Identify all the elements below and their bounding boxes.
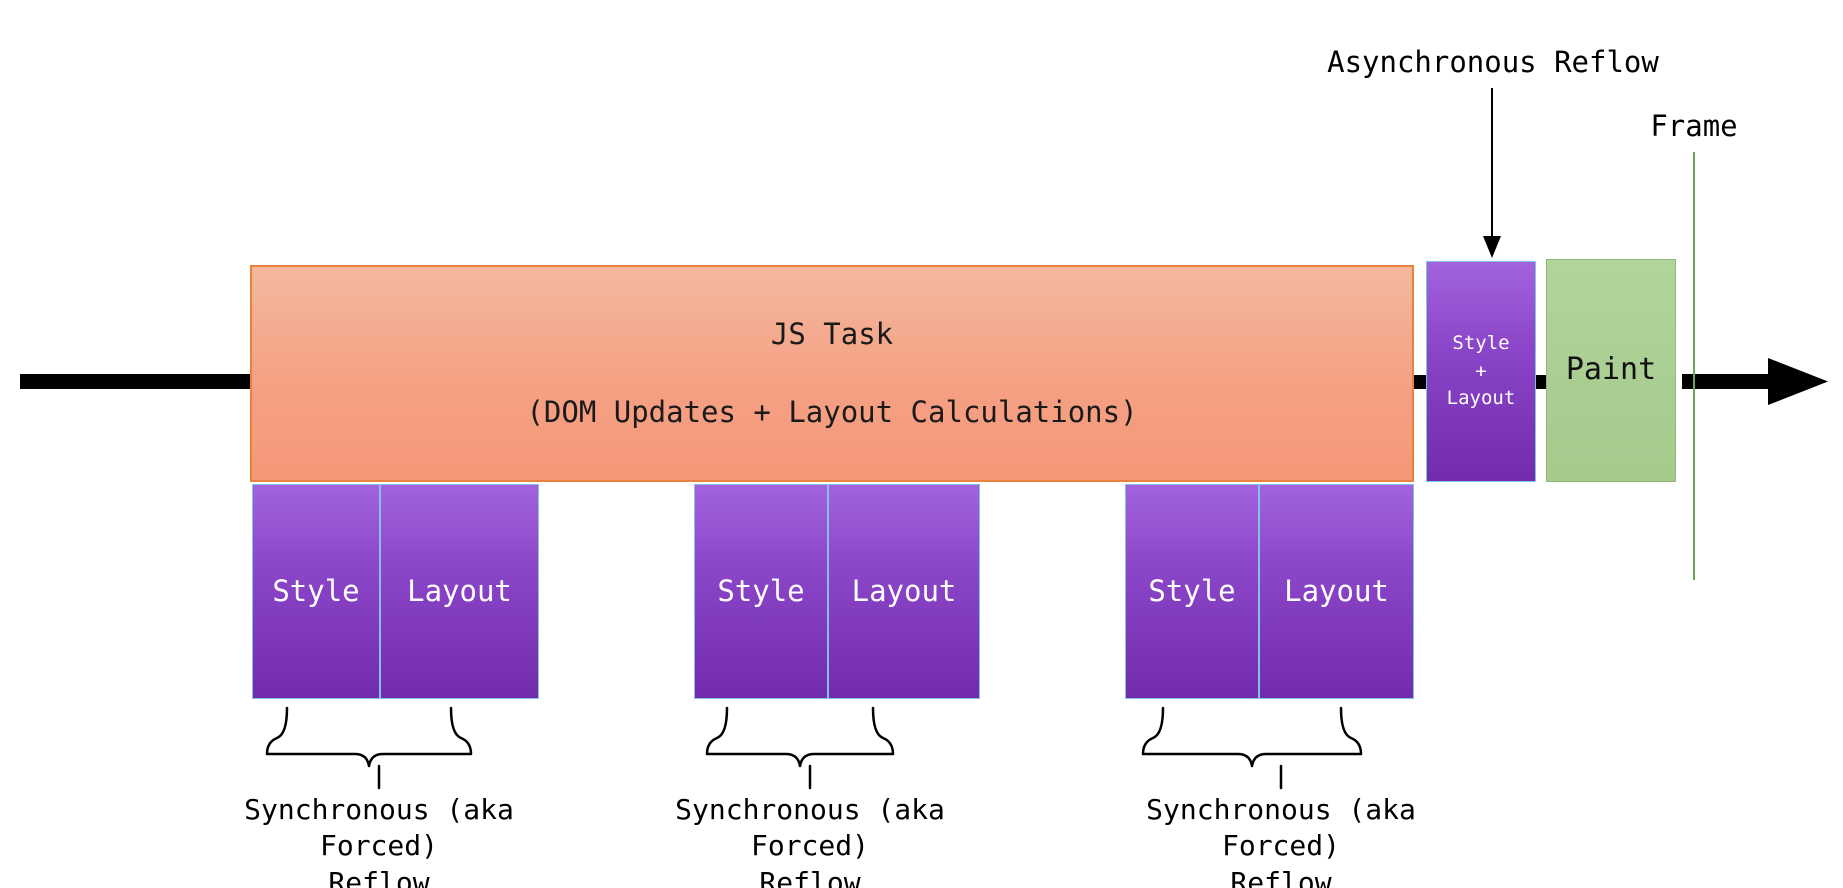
js-task-line2: (DOM Updates + Layout Calculations): [526, 395, 1138, 430]
async-reflow-annotation: Asynchronous Reflow: [1327, 45, 1659, 79]
sync-reflow-1-style-block: Style: [252, 484, 380, 699]
sync-reflow-3-caption: Synchronous (aka Forced) Reflow: [1146, 793, 1416, 888]
brace-sync-reflow-2: [705, 706, 895, 768]
sync-reflow-1-layout-block: Layout: [380, 484, 539, 699]
js-task-line1: JS Task: [770, 316, 894, 351]
frame-annotation: Frame: [1650, 109, 1738, 143]
timeline-arrowhead: [1768, 358, 1828, 405]
async-style-layout-block: Style + Layout: [1426, 261, 1536, 482]
sync-reflow-2-style-block: Style: [694, 484, 828, 699]
brace-sync-reflow-1: [265, 706, 473, 768]
brace-sync-reflow-3: [1141, 706, 1363, 768]
sync-reflow-3-layout-block: Layout: [1259, 484, 1414, 699]
sync-reflow-3-style-block: Style: [1125, 484, 1259, 699]
timeline-right-segment: [1682, 374, 1792, 389]
timeline-left-segment: [20, 374, 252, 389]
sync-reflow-1-caption: Synchronous (aka Forced) Reflow: [244, 793, 514, 888]
paint-block: Paint: [1546, 259, 1676, 482]
sync-reflow-2-caption: Synchronous (aka Forced) Reflow: [675, 793, 945, 888]
js-task-text: JS Task (DOM Updates + Layout Calculatio…: [526, 276, 1137, 472]
js-task-block: JS Task (DOM Updates + Layout Calculatio…: [250, 265, 1414, 482]
async-callout-arrowhead: [1483, 236, 1501, 258]
sync-reflow-2-layout-block: Layout: [828, 484, 980, 699]
